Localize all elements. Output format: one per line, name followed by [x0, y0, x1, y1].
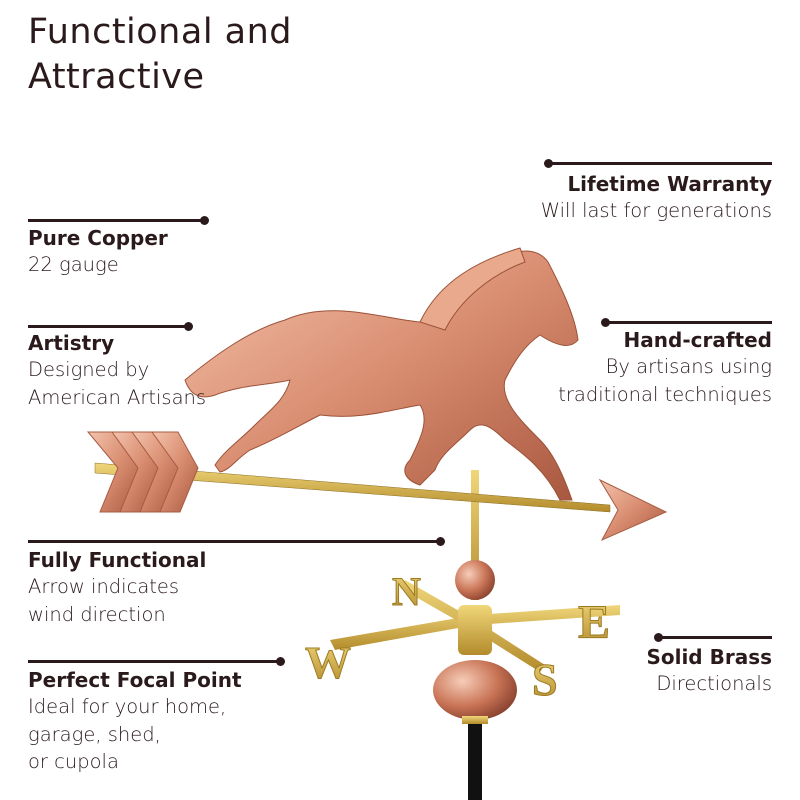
callout-dot-icon [184, 322, 193, 331]
callout-pure-copper: Pure Copper 22 gauge [28, 216, 209, 279]
south-letter: S [532, 654, 558, 705]
east-letter: E [578, 596, 610, 649]
callout-text: Directionals [656, 672, 772, 695]
callout-dot-icon [200, 216, 209, 225]
west-letter: W [305, 637, 351, 688]
callout-text: Will last for generations [540, 199, 772, 222]
callout-dot-icon [276, 657, 285, 666]
callout-fully-functional: Fully Functional Arrow indicates wind di… [28, 537, 448, 628]
callout-line [658, 636, 772, 639]
callout-dot-icon [601, 318, 610, 327]
callout-solid-brass: Solid Brass Directionals [600, 633, 772, 698]
callout-text: garage, shed, [28, 722, 161, 746]
callout-text: By artisans using [605, 355, 772, 378]
callout-artistry: Artistry Designed by American Artisans [28, 322, 207, 411]
callout-line [548, 162, 772, 165]
title-line-1: Functional and [28, 12, 293, 52]
callout-dot-icon [436, 537, 445, 546]
callout-text: wind direction [28, 602, 166, 626]
title-line-2: Attractive [28, 57, 205, 97]
callout-text: American Artisans [28, 385, 207, 409]
upper-copper-ball [455, 560, 495, 600]
lower-copper-ball [433, 660, 517, 720]
callout-line [28, 219, 204, 222]
callout-title: Solid Brass [646, 645, 772, 669]
callout-text: Arrow indicates [28, 575, 180, 598]
callout-title: Lifetime Warranty [567, 172, 772, 196]
callout-text: or cupola [28, 750, 119, 773]
callout-lifetime-warranty: Lifetime Warranty Will last for generati… [500, 159, 772, 225]
arrow-fletching [86, 431, 199, 513]
callout-title: Pure Copper [28, 226, 168, 250]
callout-title: Fully Functional [28, 548, 207, 572]
arrow-shaft [94, 462, 611, 513]
callout-line [28, 660, 280, 663]
callout-line [28, 540, 440, 543]
north-letter: N [392, 569, 421, 614]
callout-title: Artistry [28, 331, 115, 355]
callout-text: Ideal for your home, [28, 695, 227, 718]
callout-text: traditional techniques [558, 382, 772, 406]
callout-dot-icon [654, 633, 663, 642]
callout-line [605, 321, 772, 324]
callout-text: 22 gauge [28, 253, 119, 276]
arrow-head [598, 478, 668, 542]
callout-perfect-focal-point: Perfect Focal Point Ideal for your home,… [28, 657, 288, 776]
brass-hub [458, 605, 492, 655]
callout-title: Perfect Focal Point [28, 668, 242, 692]
brass-rod [471, 470, 479, 600]
callout-title: Hand-crafted [623, 328, 772, 352]
callout-dot-icon [544, 159, 553, 168]
callout-line [28, 325, 188, 328]
callout-hand-crafted: Hand-crafted By artisans using tradition… [500, 318, 772, 408]
page-title: Functional and Attractive [28, 10, 292, 100]
mounting-pole [468, 700, 482, 800]
callout-text: Designed by [28, 358, 150, 381]
